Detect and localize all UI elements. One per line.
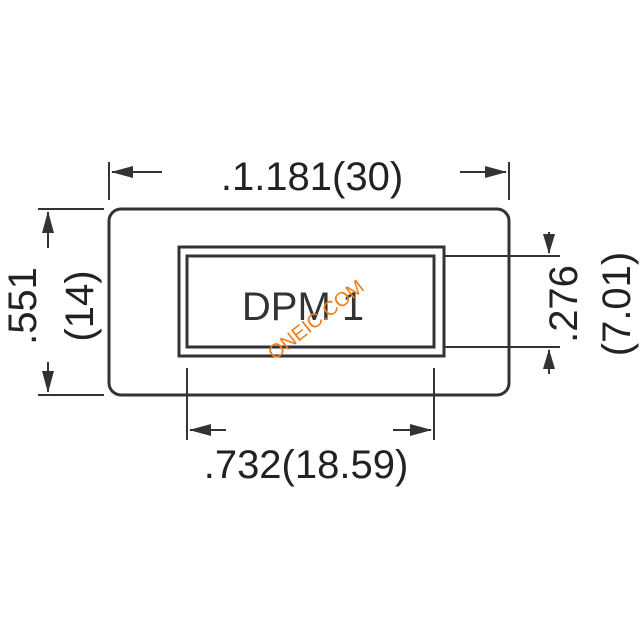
window-outer [177, 245, 446, 358]
width-dimension: .1.181(30) [108, 155, 510, 200]
width-label: .1.181(30) [221, 155, 403, 199]
arrow-down-icon [543, 234, 555, 254]
arrow-left-icon [189, 424, 211, 436]
height-label-mm: (14) [58, 270, 102, 341]
outer-bezel [107, 207, 511, 397]
arrow-down-icon [42, 371, 54, 393]
arrow-up-icon [42, 211, 54, 233]
window-inner [185, 254, 436, 349]
height-dimension: .551 (14) [1, 208, 104, 396]
arrow-right-icon [485, 166, 507, 178]
arrow-up-icon [543, 349, 555, 369]
window-width-dimension: .732(18.59) [186, 368, 435, 487]
arrow-right-icon [410, 424, 432, 436]
window-height-dimension: .276 (7.01) [444, 232, 639, 374]
height-label-in: .551 [1, 267, 45, 345]
part-label: DPM 1 [242, 285, 364, 329]
window-height-label-mm: (7.01) [595, 252, 639, 357]
window-height-label-in: .276 [542, 265, 586, 343]
arrow-left-icon [111, 166, 133, 178]
window-width-label: .732(18.59) [204, 443, 409, 487]
